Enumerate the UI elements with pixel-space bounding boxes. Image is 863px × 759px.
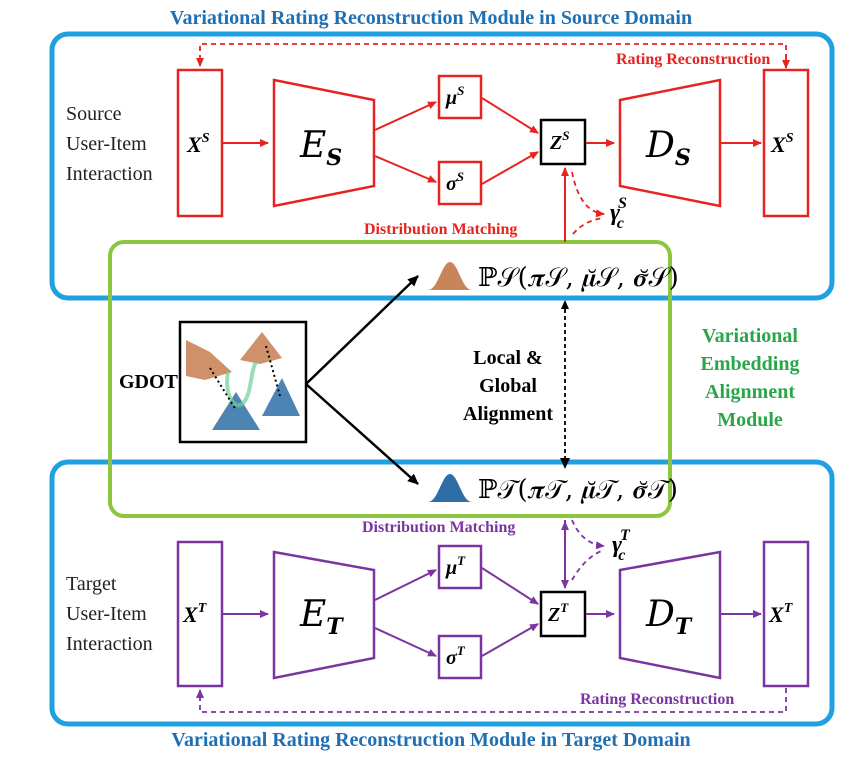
source-x-input: XS bbox=[186, 131, 210, 157]
svg-text:Alignment: Alignment bbox=[705, 381, 795, 403]
target-arrow-mu-z bbox=[481, 567, 539, 605]
svg-text:Target: Target bbox=[66, 573, 117, 595]
source-gamma-arrow bbox=[571, 171, 605, 218]
alignment-module-label: Variational Embedding Alignment Module bbox=[701, 325, 800, 431]
alignment-module-border bbox=[108, 240, 672, 518]
svg-text:Module: Module bbox=[717, 409, 783, 431]
source-module-border bbox=[49, 31, 835, 301]
source-rating-reconstruction-label: Rating Reconstruction bbox=[616, 51, 770, 68]
target-input-label: Target User-Item Interaction bbox=[66, 573, 153, 655]
target-distribution-matching-label: Distribution Matching bbox=[362, 519, 515, 536]
target-gamma-arrow-2 bbox=[571, 549, 605, 581]
target-mu-box bbox=[437, 544, 483, 590]
svg-text:User-Item: User-Item bbox=[66, 133, 147, 155]
source-z-box bbox=[539, 118, 587, 166]
svg-text:Interaction: Interaction bbox=[66, 163, 153, 185]
target-x-input-box bbox=[176, 540, 224, 688]
target-encoder bbox=[272, 550, 376, 680]
target-x-output-box bbox=[762, 540, 810, 688]
source-x-input-box bbox=[176, 68, 224, 218]
svg-text:User-Item: User-Item bbox=[66, 603, 147, 625]
p-target: ℙ𝒯(𝝅𝒯, 𝝁̆𝒯, 𝝈̆𝒯) bbox=[478, 475, 678, 505]
target-sigma: σT bbox=[446, 643, 466, 669]
target-sigma-box bbox=[437, 634, 483, 680]
source-mu-box bbox=[437, 74, 483, 120]
source-decoder bbox=[618, 78, 722, 208]
source-decoder-label: DS bbox=[645, 125, 691, 171]
gdot-arrow-source bbox=[305, 275, 419, 385]
gdot-label: GDOT bbox=[119, 371, 179, 393]
source-x-output: XS bbox=[770, 131, 794, 157]
source-z: ZS bbox=[549, 128, 569, 154]
target-module-border bbox=[49, 459, 835, 727]
target-decoder-label: DT bbox=[645, 594, 693, 640]
svg-text:Interaction: Interaction bbox=[66, 633, 153, 655]
source-input-label: Source User-Item Interaction bbox=[66, 103, 153, 185]
source-module-title: Variational Rating Reconstruction Module… bbox=[170, 7, 692, 29]
source-encoder-label: ES bbox=[299, 125, 342, 171]
gdot-illustration-icon bbox=[186, 332, 300, 430]
source-mu: μS bbox=[445, 83, 464, 109]
target-rating-reconstruction-arrow bbox=[196, 688, 787, 713]
source-arrow-enc-sigma bbox=[374, 155, 437, 183]
svg-text:Global: Global bbox=[479, 375, 537, 397]
p-source: ℙ𝒮(𝝅𝒮, 𝝁̆𝒮, 𝝈̆𝒮) bbox=[478, 263, 679, 293]
svg-text:Alignment: Alignment bbox=[463, 403, 553, 425]
local-global-alignment-label: Local & Global Alignment bbox=[463, 347, 553, 425]
source-encoder bbox=[272, 78, 376, 208]
target-arrow-enc-mu bbox=[374, 569, 437, 601]
target-mu: μT bbox=[445, 553, 466, 579]
svg-text:Variational: Variational bbox=[702, 325, 798, 347]
source-gamma-arrow-2 bbox=[572, 217, 605, 235]
source-x-output-box bbox=[762, 68, 810, 218]
svg-text:Local &: Local & bbox=[473, 347, 542, 369]
target-x-output: XT bbox=[768, 601, 794, 627]
source-sigma: σS bbox=[446, 169, 464, 195]
target-encoder-label: ET bbox=[299, 594, 344, 640]
svg-text:Embedding: Embedding bbox=[701, 353, 800, 375]
source-distribution-matching-label: Distribution Matching bbox=[364, 221, 517, 238]
gdot-arrow-target bbox=[305, 383, 419, 485]
target-gamma-arrow bbox=[571, 519, 605, 550]
target-z-box bbox=[539, 590, 587, 638]
target-rating-reconstruction-label: Rating Reconstruction bbox=[580, 691, 734, 708]
target-arrow-enc-sigma bbox=[374, 627, 437, 657]
source-arrow-mu-z bbox=[481, 97, 539, 134]
target-x-input: XT bbox=[182, 601, 208, 627]
target-arrow-sigma-z bbox=[481, 623, 539, 657]
source-peak-icon bbox=[428, 262, 472, 290]
svg-text:Source: Source bbox=[66, 103, 122, 125]
source-arrow-sigma-z bbox=[481, 151, 539, 185]
target-module-title: Variational Rating Reconstruction Module… bbox=[171, 729, 690, 751]
target-decoder bbox=[618, 550, 722, 680]
target-peak-icon bbox=[428, 474, 472, 502]
target-z: ZT bbox=[547, 600, 569, 626]
source-sigma-box bbox=[437, 160, 483, 206]
source-arrow-enc-mu bbox=[374, 101, 437, 131]
